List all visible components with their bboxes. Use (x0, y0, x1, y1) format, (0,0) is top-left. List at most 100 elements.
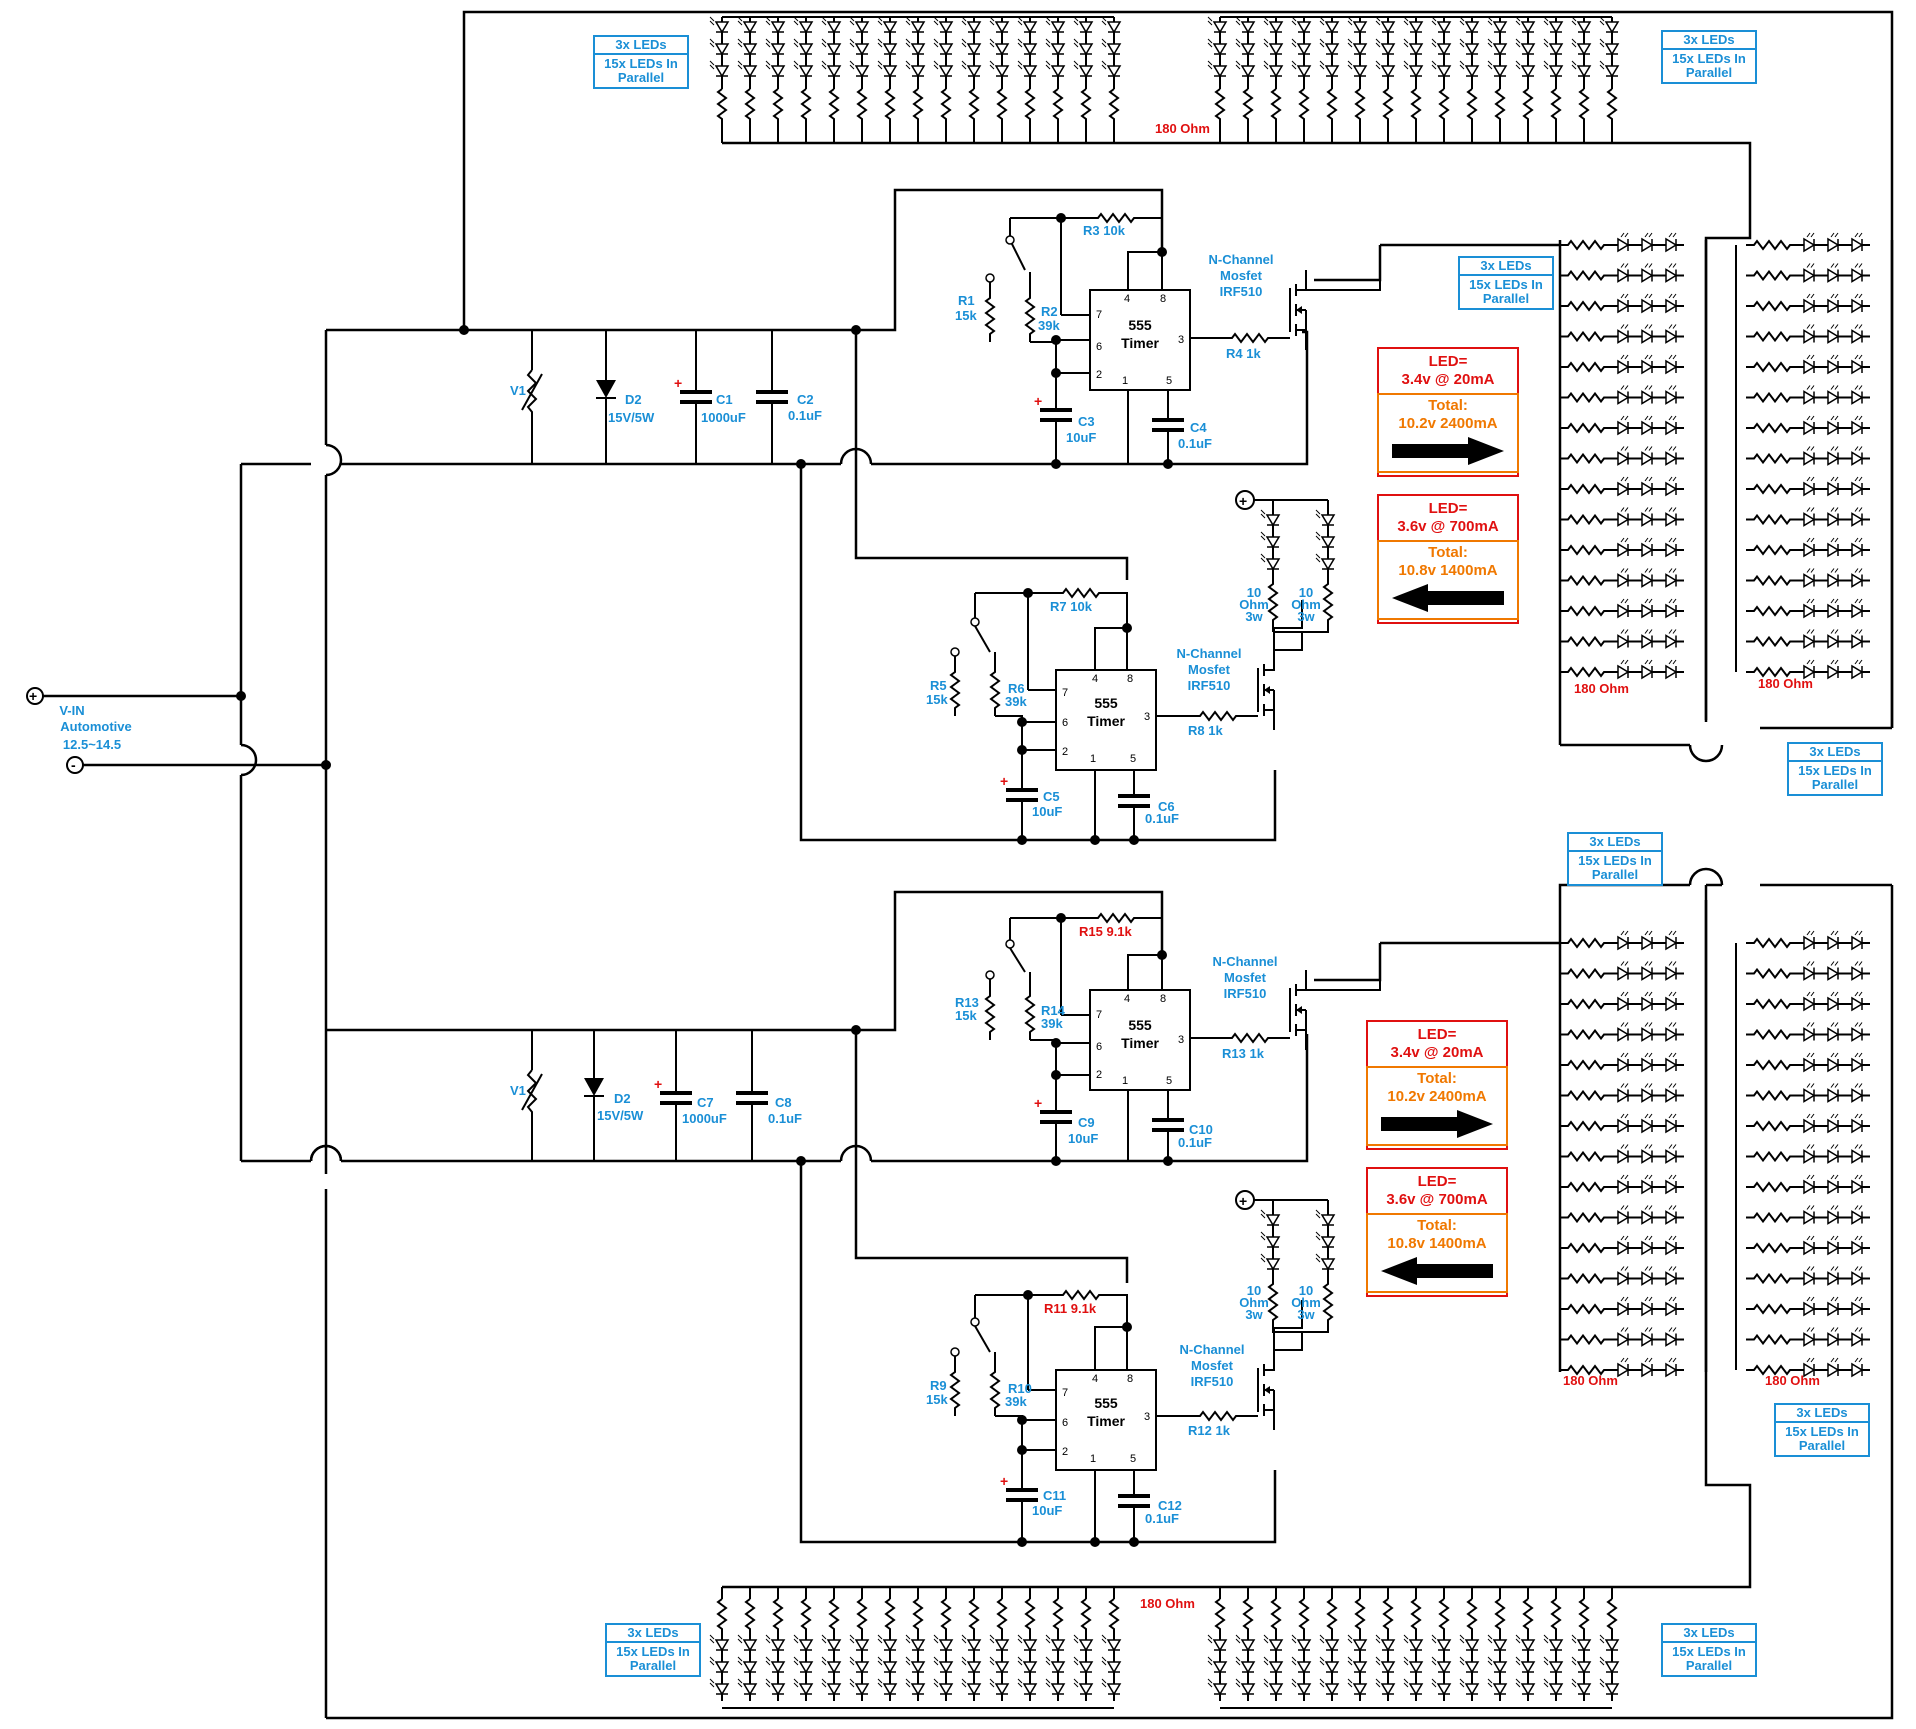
led-row (1560, 264, 1684, 282)
svg-text:R13 1k: R13 1k (1222, 1046, 1265, 1061)
svg-text:10uF: 10uF (1068, 1131, 1098, 1146)
arrow-left-icon (1381, 1257, 1493, 1285)
svg-text:R11 9.1k: R11 9.1k (1044, 1301, 1097, 1316)
led-column (934, 1587, 952, 1701)
led-column (1600, 17, 1618, 143)
led-column (1600, 1587, 1618, 1701)
svg-text:C4: C4 (1190, 420, 1207, 435)
svg-text:R12 1k: R12 1k (1188, 1423, 1231, 1438)
led-row (1746, 294, 1870, 312)
svg-text:Timer: Timer (1087, 1413, 1125, 1429)
led-row (1746, 477, 1870, 495)
led-column (1376, 17, 1394, 143)
led-row (1746, 1023, 1870, 1041)
led-row (1746, 931, 1870, 949)
svg-text:8: 8 (1160, 293, 1166, 305)
led-row (1746, 992, 1870, 1010)
svg-text:3: 3 (1178, 1034, 1184, 1046)
led-column (962, 17, 980, 143)
svg-text:3w: 3w (1245, 609, 1263, 624)
led-row (1560, 1206, 1684, 1224)
led-row (1746, 1175, 1870, 1193)
regulator-bottom: V1 D2 15V/5W C7 1000uF C8 0.1uF (510, 1030, 802, 1161)
led-row (1560, 1297, 1684, 1315)
led-column (1572, 17, 1590, 143)
svg-text:0.1uF: 0.1uF (768, 1111, 802, 1126)
led-row (1746, 1053, 1870, 1071)
led-column (1102, 17, 1120, 143)
led-row (1746, 264, 1870, 282)
led-row (1560, 508, 1684, 526)
led-column (1572, 1587, 1590, 1701)
ohm-label-top: 180 Ohm (1155, 121, 1210, 136)
svg-text:0.1uF: 0.1uF (1178, 1135, 1212, 1150)
svg-text:4: 4 (1092, 1373, 1098, 1385)
regulator-top: V1 D2 15V/5W C1 1000uF C2 0.1uF (510, 330, 822, 464)
svg-text:C7: C7 (697, 1095, 714, 1110)
led-row (1746, 325, 1870, 343)
led-row (1560, 355, 1684, 373)
led-row (1746, 508, 1870, 526)
svg-text:Timer: Timer (1121, 335, 1159, 351)
svg-text:8: 8 (1127, 673, 1133, 685)
led-column (1376, 1587, 1394, 1701)
led-row (1746, 1114, 1870, 1132)
svg-text:3w: 3w (1297, 1307, 1315, 1322)
led-arrays (710, 16, 1916, 1709)
led-column (934, 17, 952, 143)
led-column (1460, 1587, 1478, 1701)
led-column (1046, 17, 1064, 143)
svg-text:15k: 15k (955, 1008, 977, 1023)
led-column (1488, 17, 1506, 143)
svg-text:C9: C9 (1078, 1115, 1095, 1130)
svg-text:R13: R13 (955, 995, 979, 1010)
wiring (42, 10, 1894, 1720)
svg-text:+: + (1239, 1193, 1247, 1209)
svg-text:C10: C10 (1189, 1122, 1213, 1137)
spec-box-reverse-top: LED=3.6v @ 700mA Total:10.8v 1400mA (1377, 494, 1519, 624)
led-column (1046, 1587, 1064, 1701)
svg-text:6: 6 (1062, 717, 1068, 729)
svg-text:Mosfet: Mosfet (1188, 662, 1231, 677)
svg-text:C6: C6 (1158, 799, 1175, 814)
led-column (990, 1587, 1008, 1701)
svg-text:Ohm: Ohm (1239, 1295, 1269, 1310)
svg-text:555: 555 (1128, 1017, 1152, 1033)
svg-text:N-Channel: N-Channel (1180, 1342, 1245, 1357)
led-row (1560, 1114, 1684, 1132)
svg-text:C11: C11 (1043, 1488, 1066, 1503)
svg-text:2: 2 (1096, 369, 1102, 381)
svg-text:Mosfet: Mosfet (1220, 268, 1263, 283)
svg-text:R7 10k: R7 10k (1050, 599, 1093, 614)
svg-text:7: 7 (1096, 309, 1102, 321)
svg-text:10uF: 10uF (1066, 430, 1096, 445)
svg-text:10: 10 (1247, 585, 1261, 600)
led-row (1746, 1145, 1870, 1163)
svg-text:4: 4 (1124, 293, 1130, 305)
svg-text:C3: C3 (1078, 414, 1095, 429)
svg-text:2: 2 (1096, 1069, 1102, 1081)
led-column (850, 1587, 868, 1701)
svg-text:2: 2 (1062, 1446, 1068, 1458)
led-row (1560, 630, 1684, 648)
svg-text:V1: V1 (510, 383, 526, 398)
led-row (1560, 1175, 1684, 1193)
led-row (1560, 1267, 1684, 1285)
led-column (1460, 17, 1478, 143)
led-column (822, 17, 840, 143)
led-column (1208, 1587, 1226, 1701)
svg-text:39k: 39k (1005, 1394, 1027, 1409)
arrow-right-icon (1381, 1110, 1493, 1138)
led-row (1746, 447, 1870, 465)
vin-terminals: + - V-IN Automotive 12.5~14.5 (26, 687, 132, 774)
led-row (1746, 1236, 1870, 1254)
led-column (1018, 17, 1036, 143)
svg-text:0.1uF: 0.1uF (1178, 436, 1212, 451)
